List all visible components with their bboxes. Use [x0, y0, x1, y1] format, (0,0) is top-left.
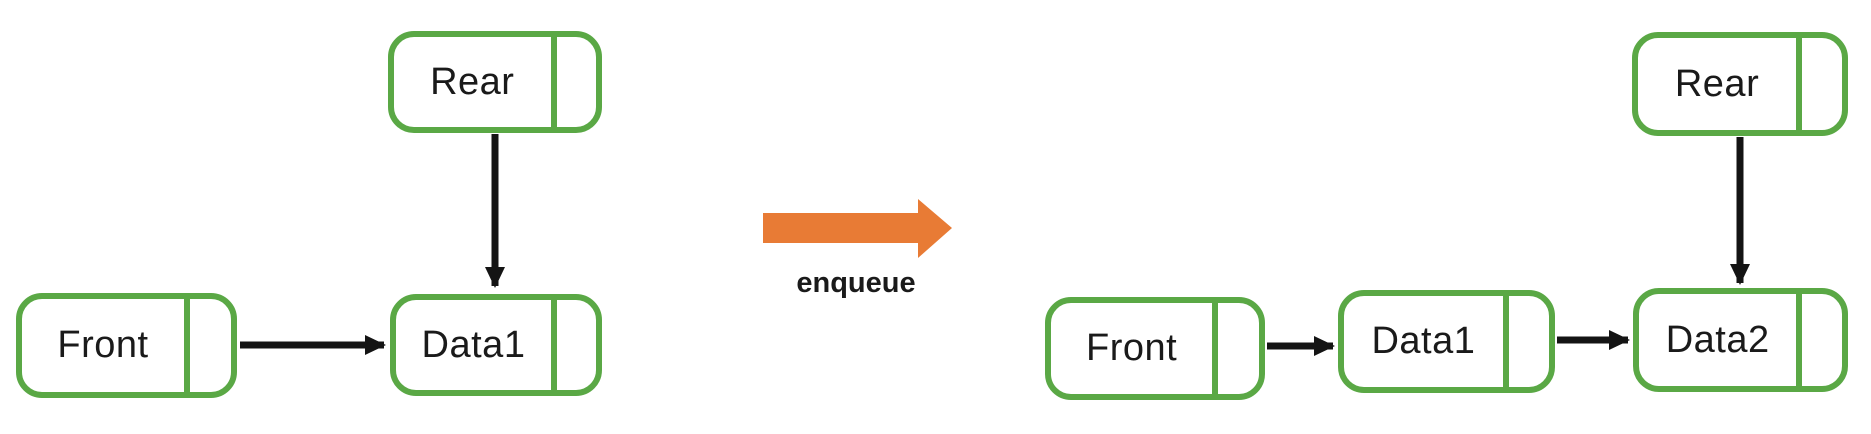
node-pointer-cell: [557, 300, 596, 390]
node-before-data1-label: Data1: [421, 323, 526, 366]
node-pointer-cell: [1218, 303, 1259, 394]
node-divider: [551, 300, 557, 390]
enqueue-label: enqueue: [796, 267, 916, 299]
node-divider: [1796, 294, 1803, 386]
enqueue-arrow-icon: [763, 199, 952, 258]
node-after-data1-label: Data1: [1371, 320, 1476, 362]
node-divider: [550, 37, 557, 127]
node-divider: [1502, 296, 1509, 387]
node-after-data2: Data2: [1633, 288, 1848, 392]
node-before-rear-label: Rear: [430, 60, 515, 103]
node-after-rear: Rear: [1632, 32, 1848, 136]
node-before-data1: Data1: [390, 294, 602, 396]
node-divider: [1796, 38, 1803, 130]
node-before-rear: Rear: [388, 31, 602, 133]
node-pointer-cell: [1802, 38, 1842, 130]
node-after-front-label: Front: [1085, 327, 1178, 369]
node-pointer-cell: [1509, 296, 1549, 387]
node-pointer-cell: [1802, 294, 1842, 386]
node-before-front-label: Front: [57, 324, 149, 366]
node-divider: [183, 299, 190, 392]
node-after-front: Front: [1045, 297, 1265, 400]
node-before-front: Front: [16, 293, 237, 398]
node-after-rear-label: Rear: [1674, 62, 1760, 105]
node-after-data1: Data1: [1338, 290, 1555, 393]
node-after-data2-label: Data2: [1665, 318, 1770, 361]
node-divider: [1212, 303, 1219, 394]
node-pointer-cell: [190, 299, 231, 392]
node-pointer-cell: [557, 37, 596, 127]
